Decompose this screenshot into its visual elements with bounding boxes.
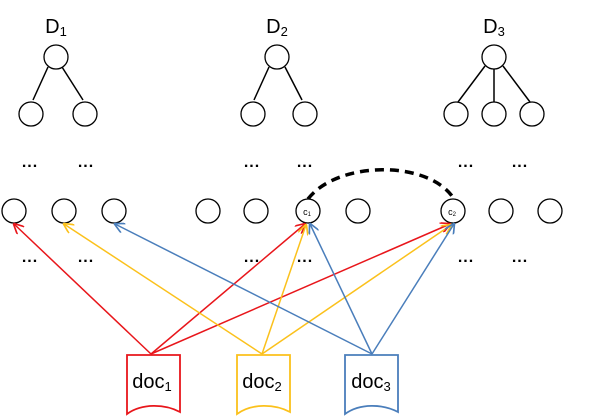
ellipsis: ...	[458, 154, 474, 171]
concept-relation-link	[306, 168, 456, 201]
tree-node	[18, 101, 44, 127]
document-doc3: doc3	[344, 354, 399, 416]
ellipsis: ...	[22, 249, 38, 266]
doc2-arrow	[261, 225, 451, 355]
ellipsis: ...	[22, 154, 38, 171]
leaf-node-row: c1 c2	[1, 198, 563, 224]
tree-edge	[502, 65, 531, 103]
tree-d2-root-node	[264, 44, 290, 70]
doc3-arrows	[115, 224, 454, 355]
document-shape	[344, 354, 399, 416]
ellipsis: ...	[244, 249, 260, 266]
upper-ellipses: ... ... ... ... ... ...	[22, 154, 528, 171]
leaf-node	[488, 198, 514, 224]
doc2-label: doc2	[242, 371, 281, 394]
tree-d1-root-node	[43, 44, 69, 70]
leaf-node	[1, 198, 27, 224]
document-doc1: doc1	[126, 354, 181, 416]
doc1-arrows	[14, 224, 450, 355]
tree-node	[519, 101, 545, 127]
concept-c2-label: c2	[448, 207, 457, 218]
document-shape	[126, 354, 181, 416]
ellipsis: ...	[297, 249, 313, 266]
tree-node	[240, 101, 266, 127]
ellipsis: ...	[78, 249, 94, 266]
tree-d1-title: D1	[45, 16, 67, 39]
tree-node	[72, 101, 98, 127]
leaf-node	[537, 198, 563, 224]
ellipsis: ...	[78, 154, 94, 171]
leaf-node	[345, 198, 371, 224]
doc3-arrow	[310, 224, 373, 355]
leaf-node	[243, 198, 269, 224]
doc1-arrow	[14, 224, 152, 355]
tree-d3-root-node	[481, 44, 507, 70]
doc2-arrow	[64, 224, 263, 355]
doc1-arrow	[150, 224, 305, 355]
concept-c1-label: c1	[303, 207, 312, 218]
tree-edge	[457, 65, 486, 103]
tree-d1: D1	[18, 16, 98, 127]
doc3-arrow	[115, 224, 373, 355]
doc1-label: doc1	[132, 371, 171, 394]
tree-edge	[32, 66, 49, 101]
tree-d2: D2	[240, 16, 318, 127]
doc2-arrows	[64, 224, 451, 355]
leaf-node	[101, 198, 127, 224]
leaf-node	[51, 198, 77, 224]
ellipsis: ...	[512, 154, 528, 171]
ellipsis: ...	[244, 154, 260, 171]
tree-edge	[253, 66, 270, 101]
doc3-label: doc3	[351, 371, 390, 394]
tree-node	[292, 101, 318, 127]
concept-node-c2	[440, 198, 466, 224]
doc2-arrow	[261, 225, 306, 355]
tree-d2-title: D2	[266, 16, 288, 39]
tree-node	[443, 101, 469, 127]
tree-node	[481, 101, 507, 127]
tree-d3: D3	[443, 16, 545, 127]
concept-node-c1	[295, 198, 321, 224]
ellipsis: ...	[297, 154, 313, 171]
leaf-node	[195, 198, 221, 224]
ellipsis: ...	[458, 249, 474, 266]
ellipsis: ...	[512, 249, 528, 266]
tree-edge	[284, 66, 303, 101]
doc3-arrow	[371, 224, 454, 355]
lower-ellipses: ... ... ... ... ... ...	[22, 249, 528, 266]
document-shape	[236, 354, 291, 416]
tree-edge	[61, 66, 84, 101]
document-doc2: doc2	[236, 354, 291, 416]
doc1-arrow	[150, 224, 450, 355]
tree-d3-title: D3	[483, 16, 505, 39]
